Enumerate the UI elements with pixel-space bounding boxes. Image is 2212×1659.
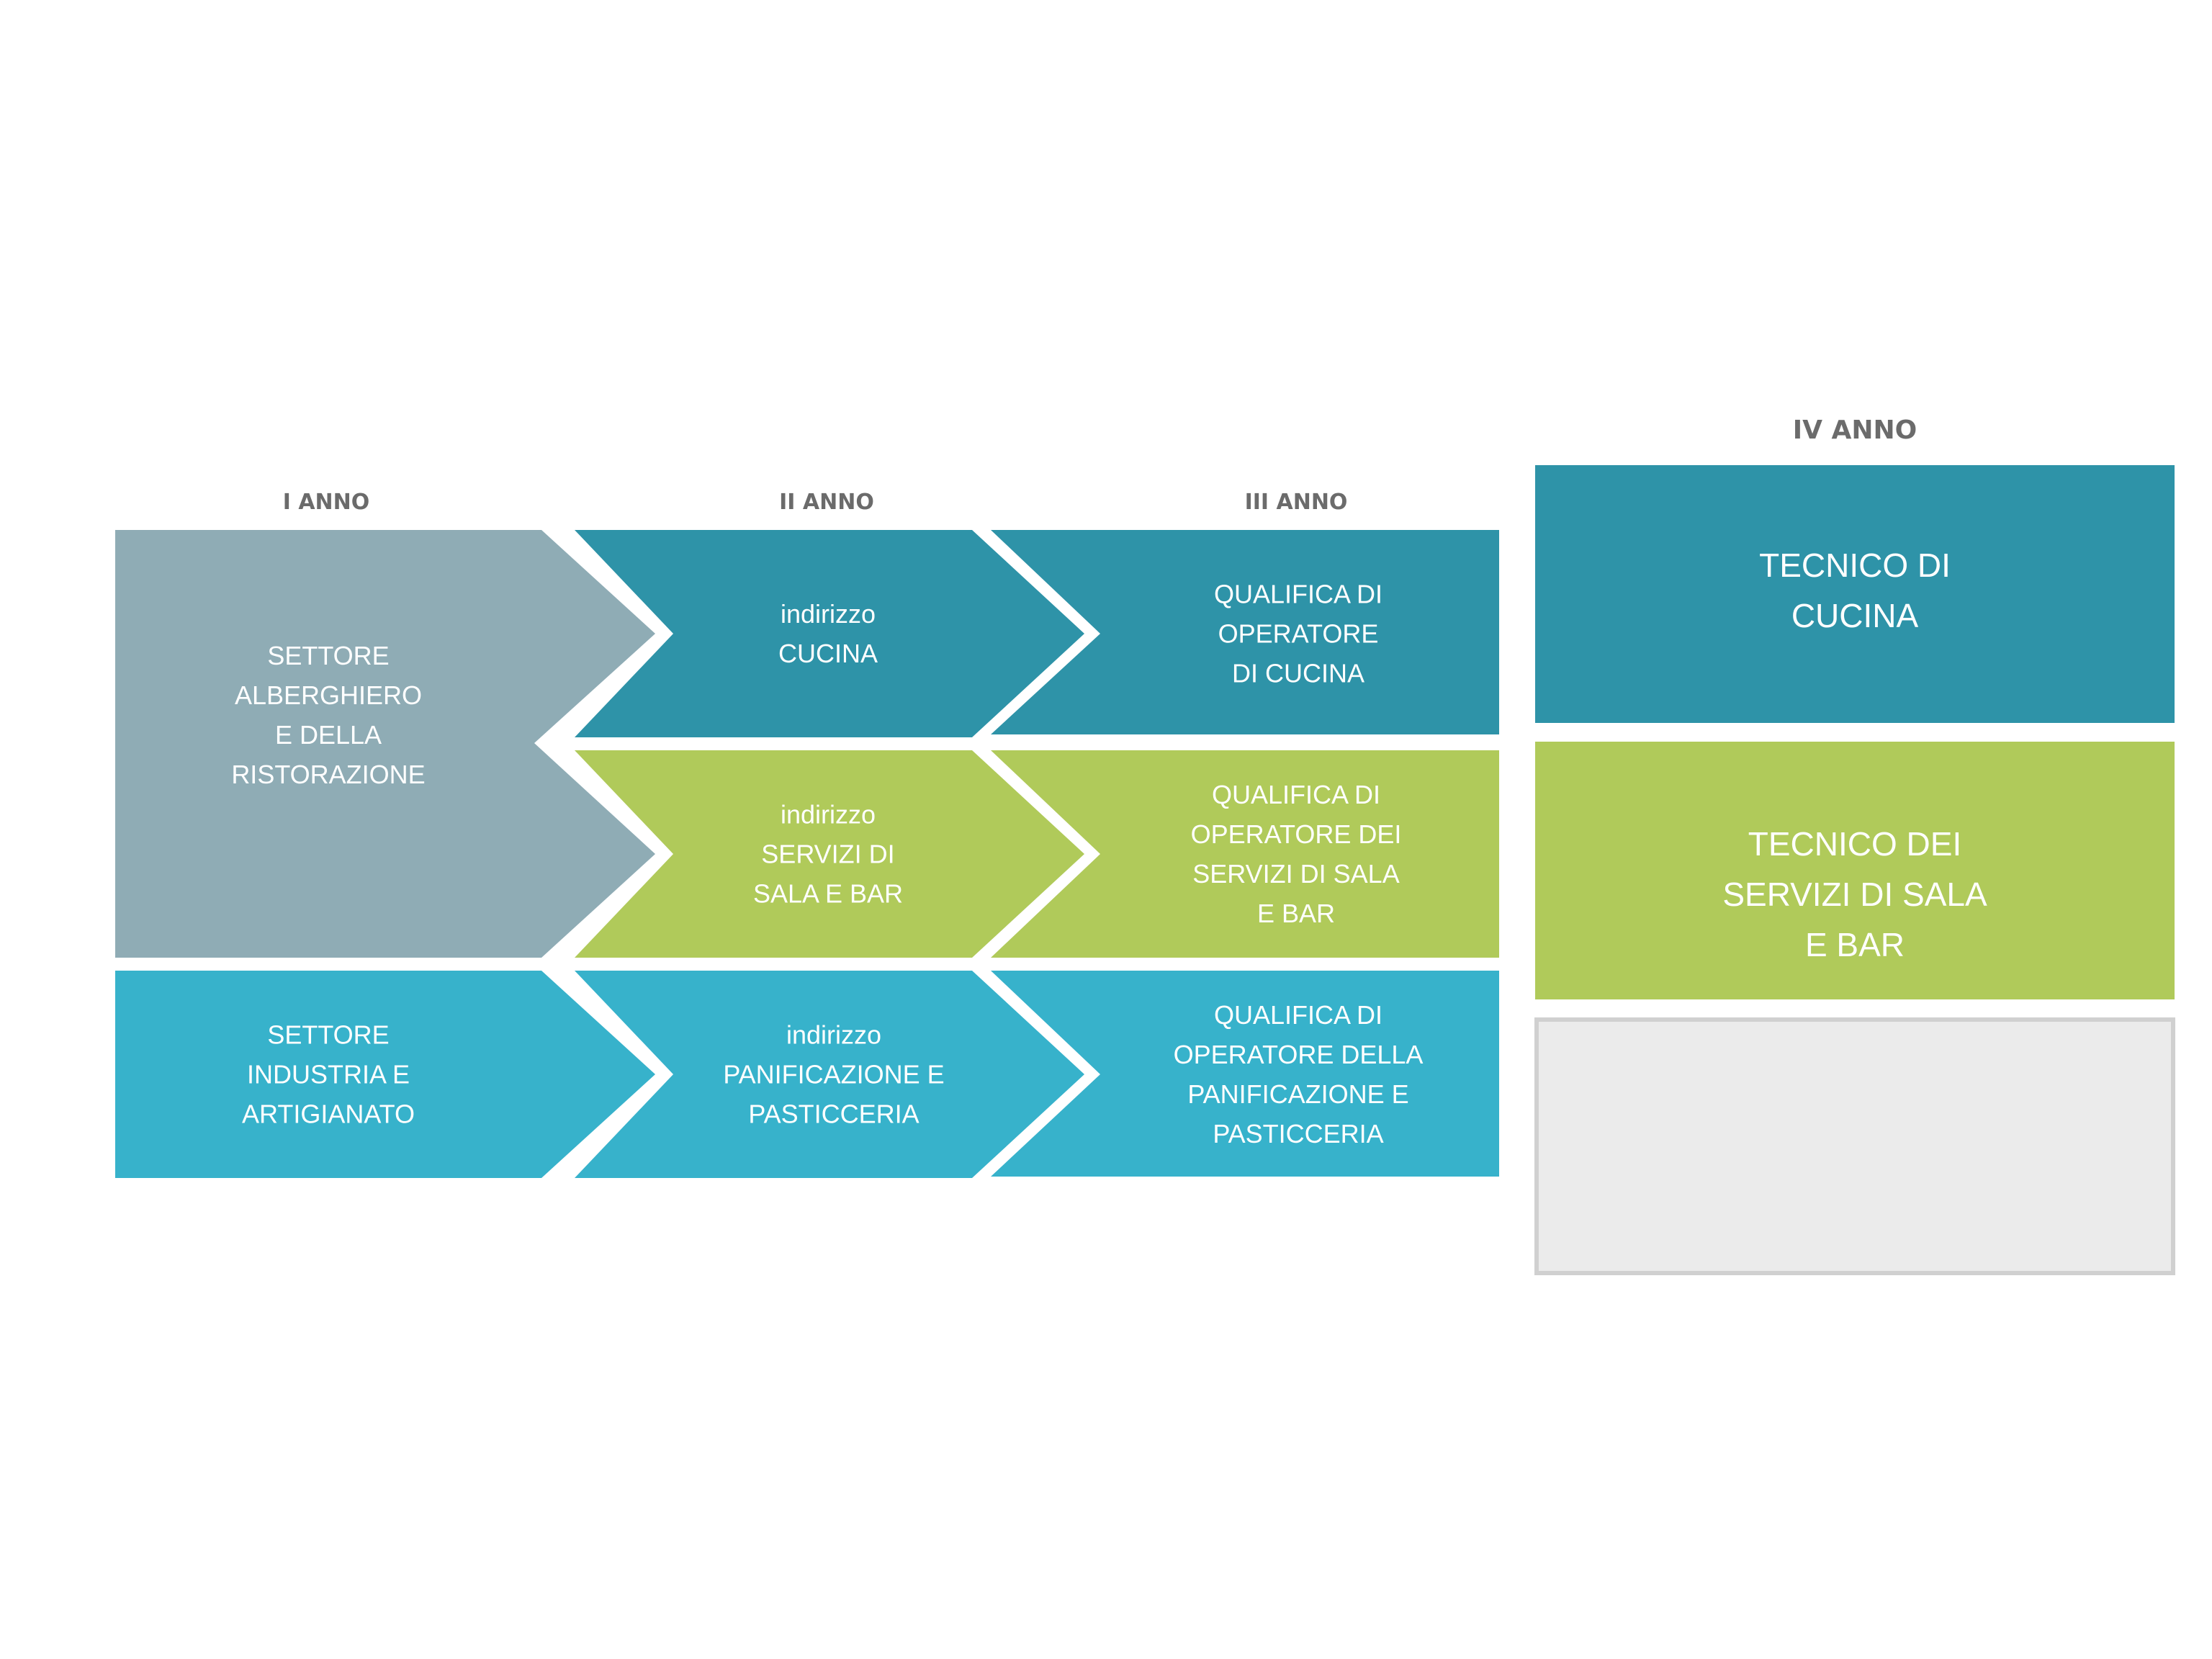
text-line: PASTICCERIA xyxy=(748,1100,919,1129)
text-line: QUALIFICA DI xyxy=(1212,780,1380,809)
qualifica-cucina-shape xyxy=(991,530,1499,734)
text-line: INDUSTRIA E xyxy=(247,1060,410,1089)
text-line: OPERATORE DELLA xyxy=(1174,1040,1424,1069)
text-line: RISTORAZIONE xyxy=(231,760,425,789)
empty-placeholder-box xyxy=(1534,1017,2175,1275)
sector-alberghiero-text: SETTORE ALBERGHIERO E DELLA RISTORAZIONE xyxy=(231,641,425,789)
text-line: E BAR xyxy=(1805,926,1905,963)
indirizzo-sala-bar-shape xyxy=(575,750,1084,958)
text-line: indirizzo xyxy=(786,1020,881,1050)
year-label-third: III ANNO xyxy=(1245,490,1348,515)
tecnico-sala-bar-text: TECNICO DEI SERVIZI DI SALA E BAR xyxy=(1722,825,1987,963)
qualifica-cucina-text: QUALIFICA DI OPERATORE DI CUCINA xyxy=(1214,580,1382,688)
text-line: OPERATORE xyxy=(1218,619,1379,649)
text-line: CUCINA xyxy=(1791,597,1919,634)
qualifica-panificazione-text: QUALIFICA DI OPERATORE DELLA PANIFICAZIONE… xyxy=(1174,1000,1424,1148)
indirizzo-cucina-shape xyxy=(575,530,1084,737)
text-line: indirizzo xyxy=(781,599,876,629)
tecnico-cucina-text: TECNICO DI CUCINA xyxy=(1759,547,1951,634)
year-label-first: I ANNO xyxy=(283,490,370,515)
year-label-fourth: IV ANNO xyxy=(1793,415,1917,445)
text-line: CUCINA xyxy=(778,639,878,668)
text-line: SERVIZI DI SALA xyxy=(1192,859,1399,889)
text-line: OPERATORE DEI xyxy=(1191,819,1402,849)
sector-industria-shape xyxy=(115,971,655,1178)
sector-alberghiero-shape xyxy=(115,530,655,958)
year-label-second: II ANNO xyxy=(779,490,874,515)
qualifica-sala-bar-shape xyxy=(991,750,1499,958)
tecnico-sala-bar-box xyxy=(1535,742,2175,999)
text-line: TECNICO DI xyxy=(1759,547,1951,584)
text-line: SALA E BAR xyxy=(753,879,903,909)
text-line: E DELLA xyxy=(275,720,382,750)
text-line: DI CUCINA xyxy=(1232,659,1364,688)
sector-industria-text: SETTORE INDUSTRIA E ARTIGIANATO xyxy=(242,1020,415,1129)
qualifica-panificazione-shape xyxy=(991,971,1499,1177)
text-line: ARTIGIANATO xyxy=(242,1100,415,1129)
tecnico-cucina-box xyxy=(1535,465,2175,723)
text-line: SETTORE xyxy=(267,1020,389,1050)
text-line: QUALIFICA DI xyxy=(1214,580,1382,609)
text-line: PANIFICAZIONE E xyxy=(723,1060,944,1089)
text-line: indirizzo xyxy=(781,800,876,830)
text-line: SERVIZI DI SALA xyxy=(1722,876,1987,913)
text-line: E BAR xyxy=(1257,899,1335,928)
indirizzo-panificazione-shape xyxy=(575,971,1084,1178)
text-line: PANIFICAZIONE E xyxy=(1187,1079,1408,1109)
text-line: TECNICO DEI xyxy=(1748,825,1961,863)
qualifica-sala-bar-text: QUALIFICA DI OPERATORE DEI SERVIZI DI SALA… xyxy=(1191,780,1402,928)
text-line: PASTICCERIA xyxy=(1213,1119,1383,1148)
text-line: SERVIZI DI xyxy=(761,840,894,869)
text-line: SETTORE xyxy=(267,641,389,670)
text-line: ALBERGHIERO xyxy=(235,680,422,710)
text-line: QUALIFICA DI xyxy=(1214,1000,1382,1030)
